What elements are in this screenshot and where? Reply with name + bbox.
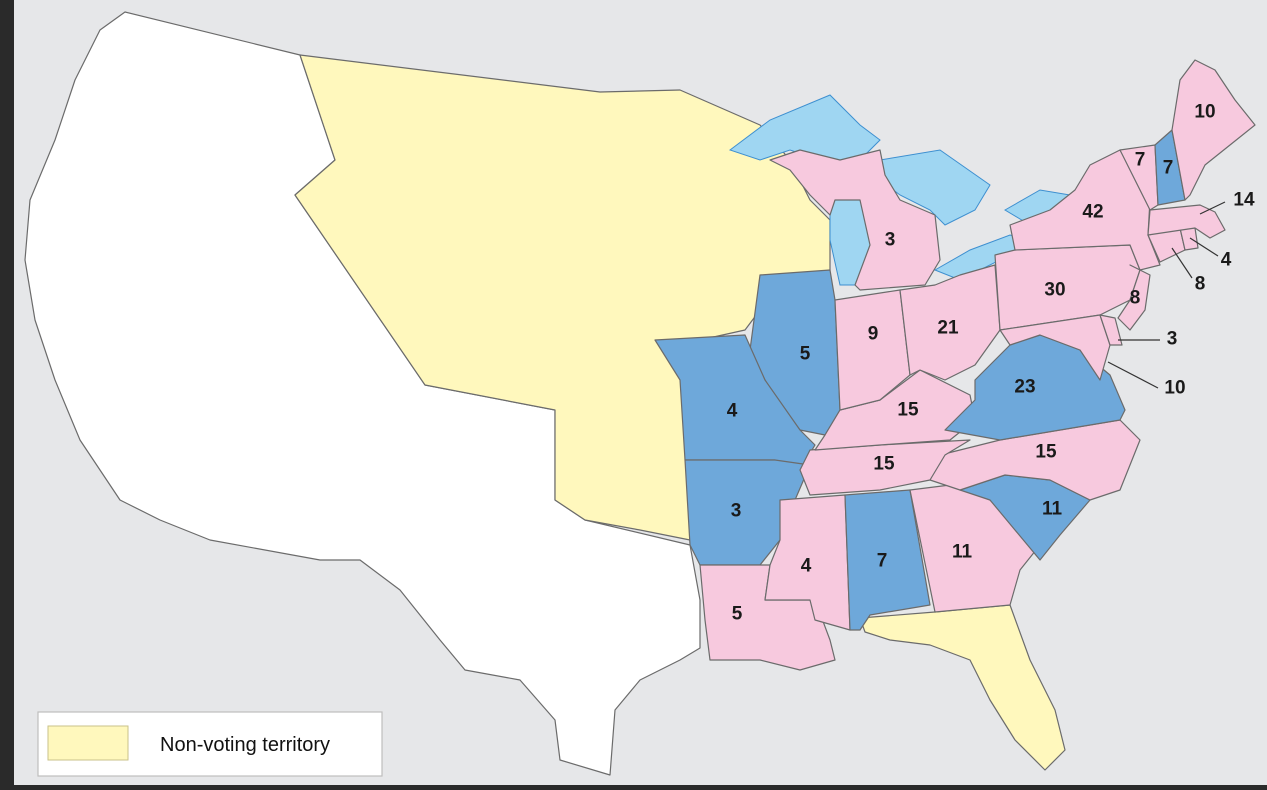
state-indiana bbox=[834, 289, 911, 411]
ev-label-connecticut: 8 bbox=[1195, 274, 1206, 295]
ev-label-delaware: 3 bbox=[1167, 329, 1178, 350]
ev-label-new-jersey: 8 bbox=[1130, 288, 1141, 309]
ev-label-tennessee: 15 bbox=[873, 454, 895, 475]
ev-label-missouri: 4 bbox=[727, 401, 738, 422]
ev-label-massachusetts: 14 bbox=[1233, 190, 1255, 211]
ev-label-mississippi: 4 bbox=[801, 556, 812, 577]
leader-massachusetts bbox=[1199, 201, 1226, 215]
ev-label-illinois: 5 bbox=[800, 344, 811, 365]
legend-swatch-non-voting bbox=[47, 725, 129, 761]
ev-label-new-york: 42 bbox=[1082, 202, 1103, 223]
state-delaware bbox=[1099, 314, 1123, 346]
florida-territory bbox=[859, 604, 1066, 771]
ev-label-georgia: 11 bbox=[952, 542, 973, 563]
ev-label-new-hampshire: 7 bbox=[1163, 158, 1174, 179]
ev-label-alabama: 7 bbox=[877, 551, 888, 572]
ev-label-maine: 10 bbox=[1194, 102, 1215, 123]
legend-label: Non-voting territory bbox=[160, 734, 330, 756]
ev-label-north-carolina: 15 bbox=[1035, 442, 1057, 463]
ev-label-pennsylvania: 30 bbox=[1044, 280, 1065, 301]
ev-label-ohio: 21 bbox=[937, 318, 959, 339]
state-massachusetts bbox=[1147, 204, 1226, 239]
ev-label-vermont: 7 bbox=[1135, 150, 1146, 171]
ev-label-rhode-island: 4 bbox=[1221, 250, 1232, 271]
ev-label-virginia: 23 bbox=[1014, 377, 1035, 398]
leader-rhode-island bbox=[1189, 237, 1219, 257]
state-michigan bbox=[769, 149, 941, 291]
lake-superior bbox=[728, 94, 881, 161]
leader-connecticut bbox=[1171, 247, 1193, 279]
state-ohio bbox=[899, 264, 1001, 381]
ev-label-kentucky: 15 bbox=[897, 400, 919, 421]
state-new-jersey bbox=[1117, 264, 1151, 331]
state-maine bbox=[1171, 59, 1256, 201]
ev-label-louisiana: 5 bbox=[732, 604, 743, 625]
legend: Non-voting territory bbox=[37, 711, 383, 777]
ev-label-arkansas: 3 bbox=[731, 501, 742, 522]
leader-maryland bbox=[1107, 361, 1159, 389]
ev-label-michigan: 3 bbox=[885, 230, 896, 251]
ev-label-maryland: 10 bbox=[1164, 378, 1185, 399]
ev-label-indiana: 9 bbox=[868, 324, 879, 345]
ev-label-south-carolina: 11 bbox=[1042, 499, 1063, 520]
